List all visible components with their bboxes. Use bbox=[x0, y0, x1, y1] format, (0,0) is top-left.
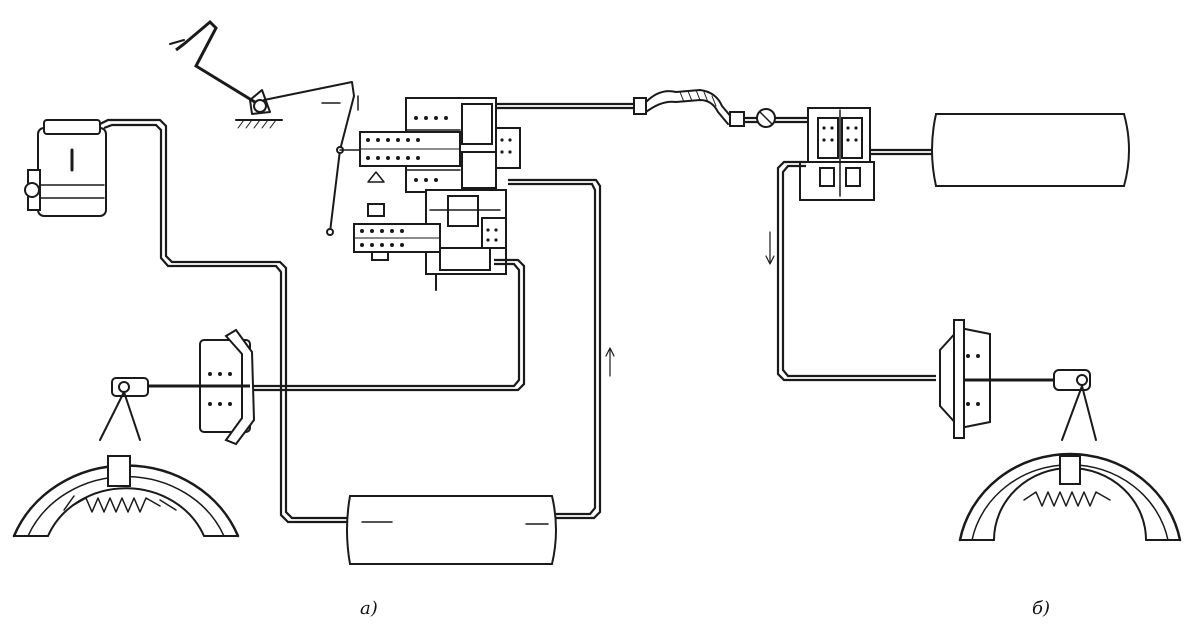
brake-chamber-a bbox=[111, 328, 256, 446]
reservoir-return-pipe bbox=[508, 178, 602, 520]
air-reservoir-b bbox=[931, 113, 1130, 187]
valve-springs bbox=[360, 116, 512, 247]
pedal-linkage bbox=[321, 95, 385, 236]
brake-valve bbox=[353, 97, 521, 291]
caption-left: а) bbox=[360, 598, 378, 619]
brake-pedal bbox=[169, 19, 355, 129]
coupling-hose bbox=[633, 89, 745, 127]
air-reservoir-a bbox=[346, 495, 557, 565]
flow-arrow-a bbox=[605, 347, 615, 377]
wheel-brake-b bbox=[958, 385, 1182, 542]
chamber-pipe-a bbox=[250, 258, 526, 392]
wheel-brake-a bbox=[12, 391, 240, 538]
caption-right: б) bbox=[1032, 598, 1051, 619]
flow-arrow-b bbox=[765, 231, 775, 265]
compressor bbox=[24, 119, 107, 217]
chamber-pipe-b bbox=[776, 160, 936, 382]
air-distributor-valve bbox=[799, 107, 875, 201]
supply-pipe bbox=[99, 118, 348, 520]
brake-chamber-b bbox=[939, 319, 1091, 439]
isolating-cock bbox=[756, 108, 776, 128]
